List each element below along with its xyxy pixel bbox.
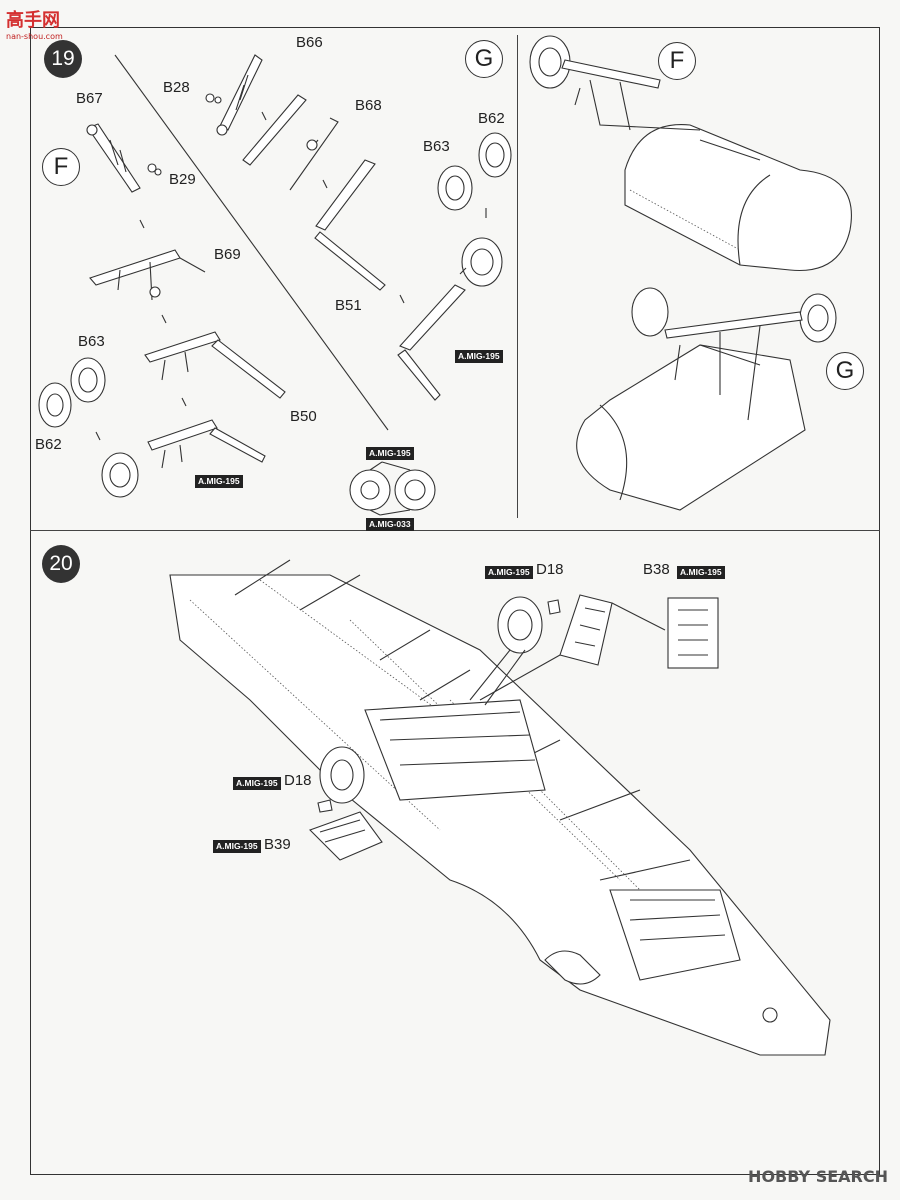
label-b62-right: B62 [478, 110, 505, 127]
wheel-b62-left [38, 382, 72, 428]
page-frame [30, 27, 880, 1175]
label-d18-lower: D18 [284, 772, 312, 789]
strut-b51 [314, 159, 386, 291]
door-detail-box [667, 597, 719, 669]
callout-g-top: G [465, 40, 503, 78]
wheel-pair-detail [349, 461, 436, 516]
callout-f-right: F [658, 42, 696, 80]
strut-b67 [86, 123, 141, 193]
part-b29 [147, 163, 162, 176]
label-b51: B51 [335, 297, 362, 314]
assembly-b50 [144, 331, 286, 399]
callout-g-right: G [826, 352, 864, 390]
watermark-main: 高手网 [6, 10, 60, 31]
label-d18-top: D18 [536, 561, 564, 578]
watermark-logo: 高手网 nan-shou.com [6, 6, 63, 41]
nacelle-top [529, 35, 852, 272]
wheel-b63-right [437, 165, 473, 211]
door-b39 [308, 811, 383, 861]
hobbysearch-watermark: HOBBY SEARCH [748, 1167, 888, 1186]
label-b29: B29 [169, 171, 196, 188]
label-b50: B50 [290, 408, 317, 425]
watermark-sub: nan-shou.com [6, 32, 63, 41]
part-b28 [205, 93, 222, 104]
label-b39: B39 [264, 836, 291, 853]
paint-code-right-strut: A.MIG-195 [455, 350, 503, 363]
front-wheel-step20 [319, 746, 365, 804]
callout-f-left: F [42, 148, 80, 186]
vertical-divider [517, 35, 518, 518]
paint-code-left-strut: A.MIG-195 [195, 475, 243, 488]
paint-code-wheel-top: A.MIG-195 [366, 447, 414, 460]
part-d18-small [317, 799, 333, 813]
label-b66: B66 [296, 34, 323, 51]
assembly-right-final [397, 284, 466, 401]
strut-b68 [242, 94, 339, 191]
assembly-b69 [89, 249, 206, 301]
main-wheel-step20 [469, 596, 543, 706]
label-b63-right: B63 [423, 138, 450, 155]
arrow-marks [95, 111, 487, 441]
wheel-b63-left [70, 357, 106, 403]
wheel-assembled-right [461, 237, 503, 287]
label-b67: B67 [76, 90, 103, 107]
paint-code-d18-lower: A.MIG-195 [233, 777, 281, 790]
paint-code-b39: A.MIG-195 [213, 840, 261, 853]
paint-code-d18-top: A.MIG-195 [485, 566, 533, 579]
fuselage [169, 559, 831, 1056]
part-d18-top [547, 599, 561, 615]
paint-code-b38: A.MIG-195 [677, 566, 725, 579]
label-b28: B28 [163, 79, 190, 96]
nacelle-bottom [576, 287, 837, 511]
door-b38 [479, 594, 666, 701]
label-b69: B69 [214, 246, 241, 263]
label-b38: B38 [643, 561, 670, 578]
step-20-badge: 20 [42, 545, 80, 583]
section-diagonal [114, 54, 389, 431]
paint-code-wheel-bottom: A.MIG-033 [366, 518, 414, 531]
label-b62-left: B62 [35, 436, 62, 453]
horizontal-divider [30, 530, 880, 531]
label-b68: B68 [355, 97, 382, 114]
assembly-left-final [101, 419, 266, 498]
step-19-badge: 19 [44, 40, 82, 78]
label-b63-left: B63 [78, 333, 105, 350]
strut-b66 [216, 54, 263, 136]
wheel-b62-right [478, 132, 512, 178]
